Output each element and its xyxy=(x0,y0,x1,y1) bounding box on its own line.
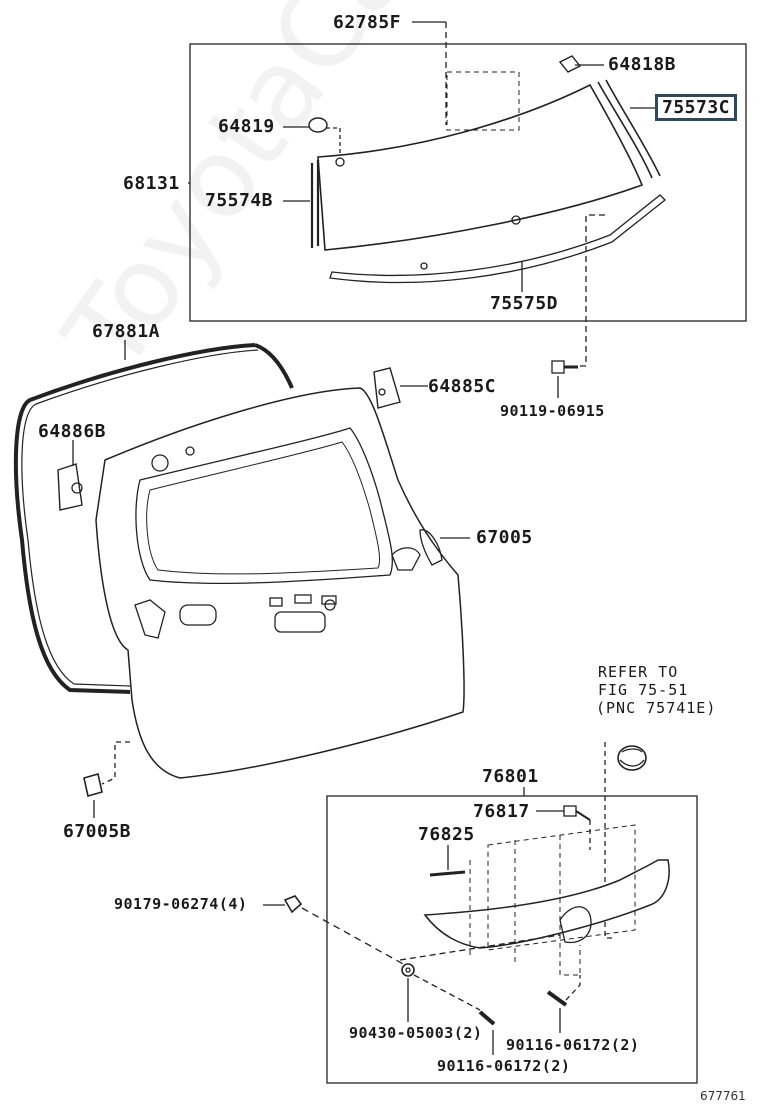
label-64818b: 64818B xyxy=(608,54,677,75)
label-67881a: 67881A xyxy=(92,321,161,342)
weatherstrip-67881a xyxy=(13,343,256,694)
label-90119-06915: 90119-06915 xyxy=(500,402,605,420)
hinge-64885c xyxy=(373,367,401,409)
label-76817: 76817 xyxy=(473,801,530,822)
spoiler-group-frame xyxy=(326,795,698,1084)
label-90116-06172-a: 90116-06172(2) xyxy=(506,1036,640,1054)
back-door-67005 xyxy=(95,387,465,779)
cushion-67005b xyxy=(83,772,103,798)
moulding-75575d xyxy=(329,194,666,284)
tape-76825 xyxy=(429,870,466,877)
label-90430-05003: 90430-05003(2) xyxy=(349,1024,483,1042)
figure-id: 677761 xyxy=(700,1089,746,1103)
back-window-glass xyxy=(317,83,644,251)
refer-note-line3: (PNC 75741E) xyxy=(596,699,717,717)
label-75575d: 75575D xyxy=(490,293,559,314)
refer-note-line1: REFER TO xyxy=(598,663,679,681)
label-75574b: 75574B xyxy=(205,190,274,211)
washer-90430-05003 xyxy=(401,963,415,977)
label-62785f: 62785F xyxy=(333,12,402,33)
moulding-75573c xyxy=(597,79,661,179)
label-67005b: 67005B xyxy=(63,821,132,842)
label-75573c: 75573C xyxy=(655,94,738,121)
clip-64818b xyxy=(558,55,582,73)
bolt-90119-06915 xyxy=(551,360,578,374)
nut-90179-06274 xyxy=(283,895,303,914)
label-67005: 67005 xyxy=(476,527,533,548)
label-64886b: 64886B xyxy=(38,421,107,442)
hinge-64886b xyxy=(57,463,83,511)
label-76825: 76825 xyxy=(418,824,475,845)
label-64819: 64819 xyxy=(218,116,275,137)
label-68131: 68131 xyxy=(123,173,180,194)
bolt-90116-b xyxy=(546,990,568,1007)
label-90179-06274: 90179-06274(4) xyxy=(114,895,248,913)
stopper-64819 xyxy=(308,117,328,133)
label-76801: 76801 xyxy=(482,766,539,787)
moulding-75574b xyxy=(310,160,320,248)
clip-76817 xyxy=(563,805,591,821)
label-90116-06172-b: 90116-06172(2) xyxy=(437,1057,571,1075)
emblem-ref xyxy=(617,745,647,771)
refer-note-line2: FIG 75-51 xyxy=(598,681,689,699)
bolt-90116-a xyxy=(478,1010,496,1026)
label-64885c: 64885C xyxy=(428,376,497,397)
